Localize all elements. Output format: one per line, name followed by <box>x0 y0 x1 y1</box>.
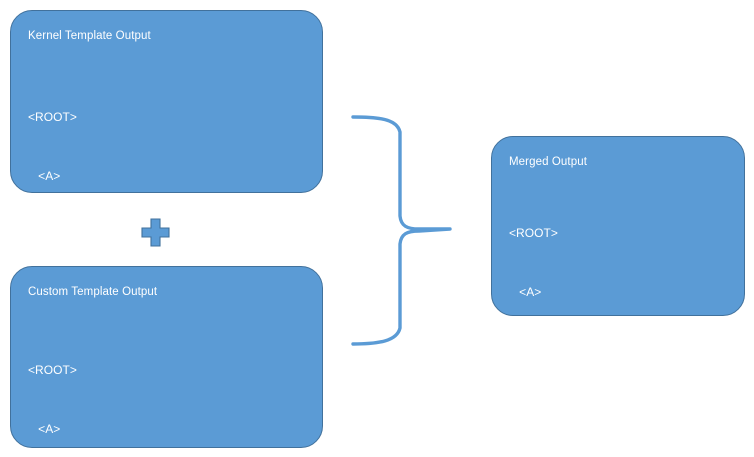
plus-icon <box>141 218 170 247</box>
kernel-template-output-panel[interactable]: Kernel Template Output <ROOT> <A> <B id=… <box>10 10 323 193</box>
merged-output-panel[interactable]: Merged Output <ROOT> <A> <B id="1">Hello… <box>491 136 745 316</box>
custom-template-output-code: <ROOT> <A> <B id='2' merge:action='delet… <box>28 322 213 447</box>
code-line: <ROOT> <box>28 110 77 124</box>
code-line: <A> <box>28 168 61 183</box>
kernel-template-output-code: <ROOT> <A> <B id='1'>Hello</B> <B id='2'… <box>28 69 159 192</box>
custom-template-output-panel[interactable]: Custom Template Output <ROOT> <A> <B id=… <box>10 266 323 448</box>
code-line: <A> <box>28 421 61 436</box>
custom-template-output-title: Custom Template Output <box>28 286 158 298</box>
code-line: <ROOT> <box>509 226 558 240</box>
merged-output-code: <ROOT> <A> <B id="1">Hello</B> </A> </RO… <box>509 185 640 315</box>
kernel-template-output-title: Kernel Template Output <box>28 30 151 42</box>
code-line: <A> <box>509 284 542 299</box>
code-line: <ROOT> <box>28 363 77 377</box>
merge-brace-icon <box>345 108 460 356</box>
merged-output-title: Merged Output <box>509 156 588 168</box>
